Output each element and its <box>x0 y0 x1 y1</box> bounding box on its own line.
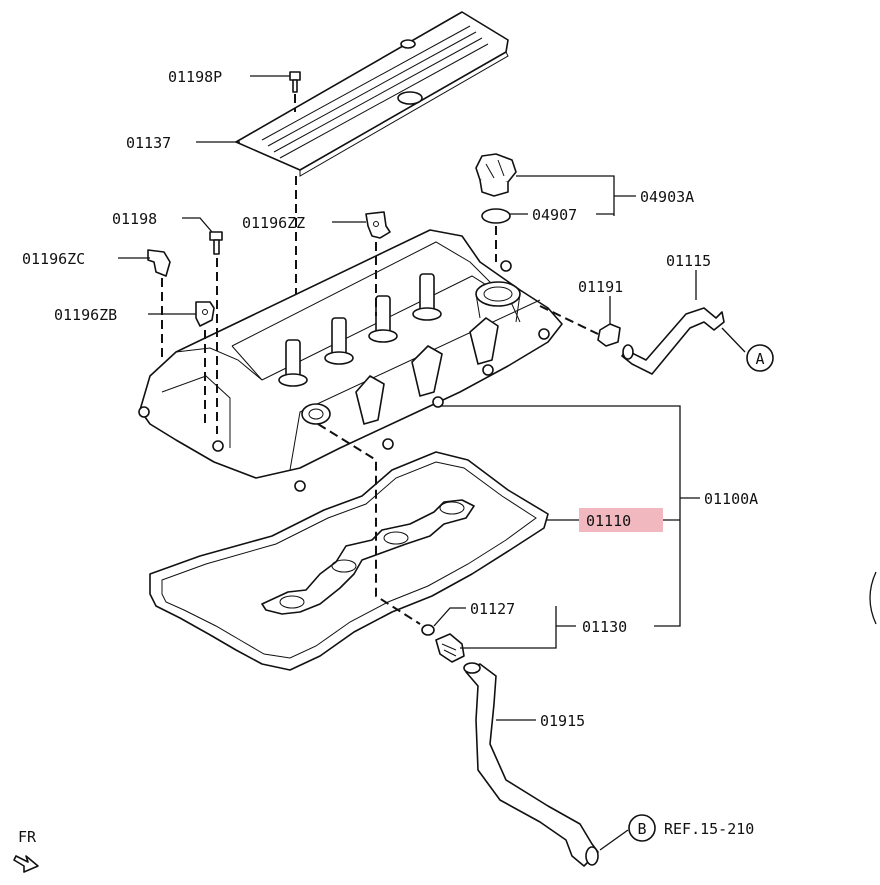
callout-b-circle <box>628 814 656 842</box>
rocker-cover[interactable] <box>138 229 563 492</box>
label-01196zz[interactable]: 01196ZZ <box>242 214 305 232</box>
leader-01127 <box>433 607 466 627</box>
highlight-01110 <box>579 508 663 532</box>
label-01110[interactable]: 01110 <box>586 512 631 530</box>
engine-top-cover[interactable] <box>235 11 509 177</box>
leader-01130 <box>460 606 557 649</box>
leader-line <box>599 829 629 851</box>
label-01100a[interactable]: 01100A <box>704 490 758 508</box>
label-01191[interactable]: 01191 <box>578 278 623 296</box>
pcv-valve[interactable] <box>435 633 465 663</box>
label-01198p[interactable]: 01198P <box>168 68 222 86</box>
leader-line <box>721 327 746 353</box>
label-01915[interactable]: 01915 <box>540 712 585 730</box>
leader-01100a <box>440 405 681 627</box>
guide-line <box>317 423 421 625</box>
bracket-zz[interactable] <box>365 211 391 239</box>
oil-filler-cap[interactable] <box>475 153 517 197</box>
callout-b: B <box>637 820 646 838</box>
bracket-zb[interactable] <box>195 301 215 327</box>
label-04903a[interactable]: 04903A <box>640 188 694 206</box>
pcv-o-ring[interactable] <box>421 624 435 636</box>
front-arrow-icon <box>13 855 39 873</box>
callout-a-circle <box>746 344 774 372</box>
leader-04903a <box>516 175 615 216</box>
label-01130[interactable]: 01130 <box>582 618 627 636</box>
guide-line <box>539 305 599 335</box>
cover-bolt[interactable] <box>289 71 301 93</box>
bracket-zc[interactable] <box>147 249 171 277</box>
label-01115[interactable]: 01115 <box>666 252 711 270</box>
filler-cap-gasket[interactable] <box>481 208 511 224</box>
label-01127[interactable]: 01127 <box>470 600 515 618</box>
label-01198[interactable]: 01198 <box>112 210 157 228</box>
label-01196zb[interactable]: 01196ZB <box>54 306 117 324</box>
leader-01198 <box>182 217 213 233</box>
label-01137[interactable]: 01137 <box>126 134 171 152</box>
label-04907[interactable]: 04907 <box>532 206 577 224</box>
rocker-cover-gasket[interactable] <box>149 451 549 671</box>
ventilation-hose[interactable] <box>463 662 599 867</box>
breather-hose-a[interactable] <box>621 307 725 375</box>
pcv-fitting[interactable] <box>597 323 621 347</box>
edge-mark <box>869 571 877 625</box>
label-01196zc[interactable]: 01196ZC <box>22 250 85 268</box>
callout-a: A <box>755 350 764 368</box>
cover-bolt-small[interactable] <box>209 231 223 255</box>
label-ref[interactable]: REF.15-210 <box>664 820 754 838</box>
label-fr: FR <box>18 828 37 846</box>
